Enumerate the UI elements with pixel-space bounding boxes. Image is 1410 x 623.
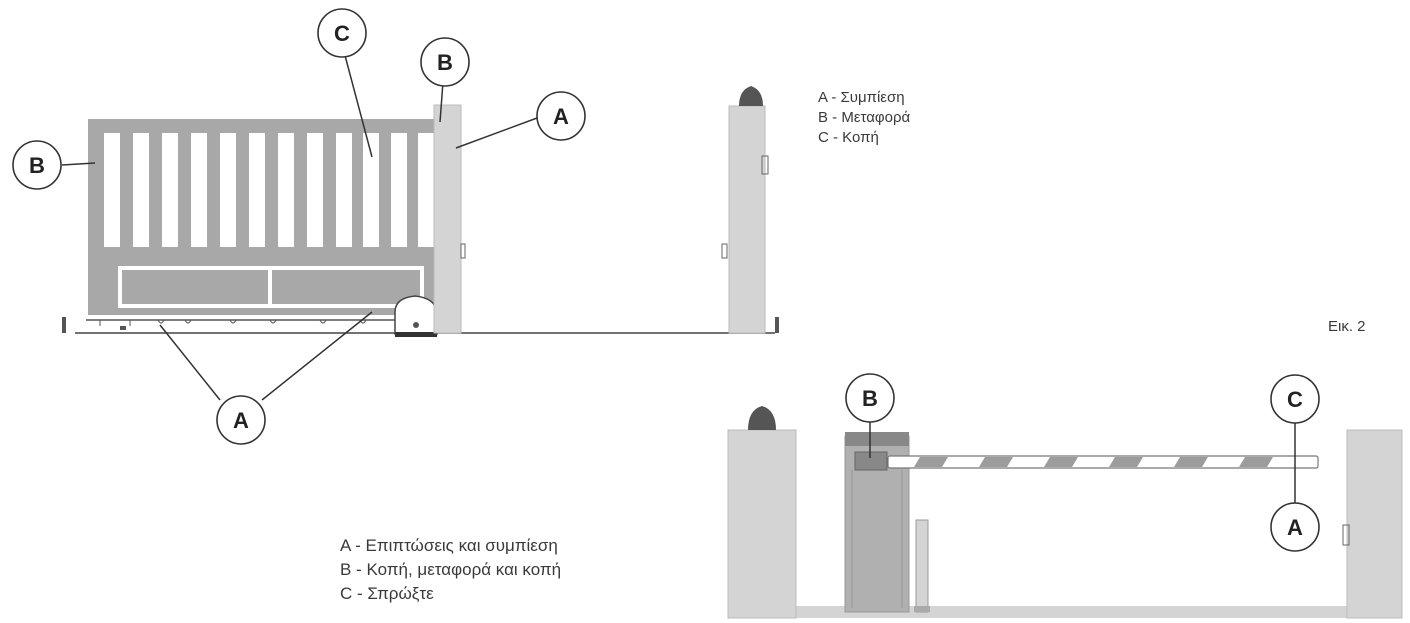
barrier-post-right <box>1346 429 1403 619</box>
callout-gate-b-post: B <box>420 37 470 87</box>
legend-gate: A - Συμπίεση B - Μεταφορά C - Κοπή <box>818 88 910 148</box>
gate-rack-teeth <box>99 319 447 326</box>
flashing-lamp-icon <box>739 86 763 106</box>
legend-gate-item-a: A - Συμπίεση <box>818 89 905 106</box>
callout-gate-a-post: A <box>536 91 586 141</box>
barrier-flashing-lamp-icon <box>748 406 776 430</box>
callout-barrier-b-text: B <box>862 386 878 411</box>
callout-barrier-c: C <box>1270 374 1320 424</box>
gate-motor <box>394 295 438 337</box>
gate-end-stop-right <box>775 317 779 333</box>
callout-gate-a-bottom: A <box>216 395 266 445</box>
callout-gate-a-bottom-text: A <box>233 408 249 433</box>
gate-leader-lines <box>61 47 538 401</box>
callout-barrier-a-text: A <box>1287 515 1303 540</box>
barrier-photocell-post <box>915 519 929 613</box>
callout-barrier-b: B <box>845 373 895 423</box>
callout-gate-c-text: C <box>334 21 350 46</box>
barrier-cabinet-top <box>845 432 909 446</box>
callout-gate-c: C <box>317 8 367 58</box>
key-selector-icon <box>761 155 769 175</box>
gate-post-right <box>728 105 766 334</box>
legend-barrier-item-b: B - Κοπή, μεταφορά και κοπή <box>340 560 562 579</box>
gate-slots <box>104 133 434 247</box>
callout-gate-b-post-text: B <box>437 50 453 75</box>
legend-gate-item-c: C - Κοπή <box>818 129 879 146</box>
barrier-post-left <box>727 429 797 619</box>
callout-barrier-a: A <box>1270 502 1320 552</box>
barrier-photocell-right <box>1342 524 1350 546</box>
gate-end-stop-left <box>62 317 66 333</box>
photocell-left-post <box>460 243 466 259</box>
legend-gate-item-b: B - Μεταφορά <box>818 109 911 126</box>
legend-barrier-item-c: C - Σπρώξτε <box>340 584 434 603</box>
callout-barrier-c-text: C <box>1287 387 1303 412</box>
barrier-ground <box>728 606 1402 618</box>
callout-gate-b-left: B <box>12 140 62 190</box>
barrier-boom-stripes <box>914 457 1273 467</box>
callout-gate-a-post-text: A <box>553 104 569 129</box>
legend-barrier-item-a: A - Επιπτώσεις και συμπίεση <box>340 536 558 555</box>
figure-label: Εικ. 2 <box>1328 318 1366 335</box>
photocell-right-post <box>721 243 728 259</box>
callout-gate-b-left-text: B <box>29 153 45 178</box>
barrier-leader-lines <box>869 420 1296 505</box>
gate-post-left <box>433 104 462 334</box>
barrier-motor-head <box>854 451 888 471</box>
legend-barrier: A - Επιπτώσεις και συμπίεση B - Κοπή, με… <box>340 534 561 606</box>
